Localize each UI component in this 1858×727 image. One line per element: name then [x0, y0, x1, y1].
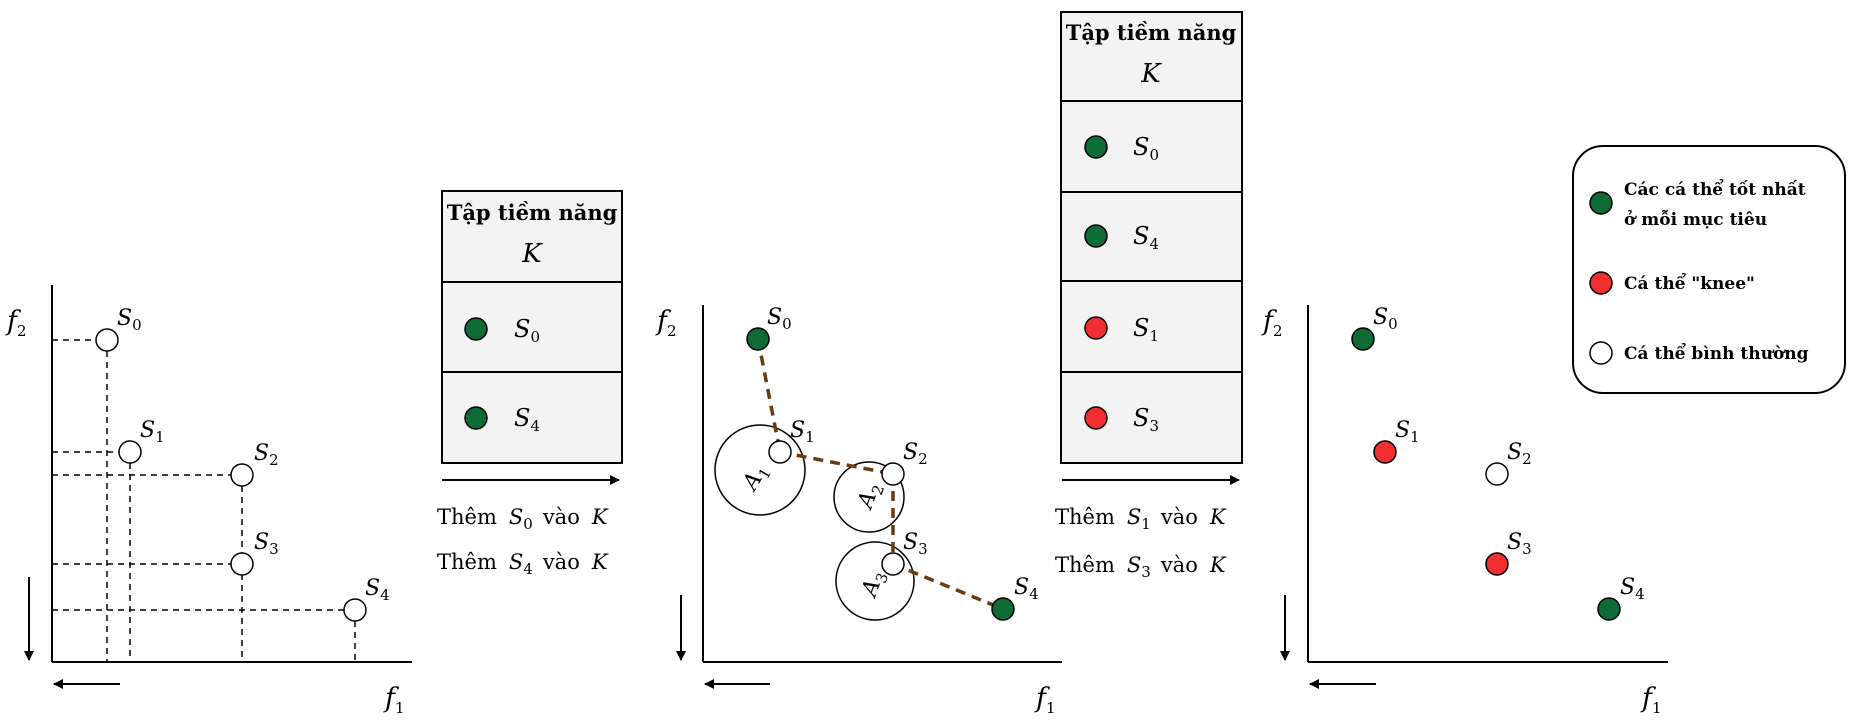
solution-points	[746, 327, 1015, 621]
point-s3	[230, 552, 254, 576]
projection-lines	[52, 339, 356, 662]
point-s4	[991, 597, 1015, 621]
point-s1	[1373, 440, 1397, 464]
best-point-marker	[464, 406, 488, 430]
f2-axis-label: f2	[655, 306, 677, 340]
set-row-label: S4	[514, 404, 540, 435]
point-s0	[746, 327, 770, 351]
point-s2	[1485, 462, 1509, 486]
legend: Các cá thể tốt nhất ở mỗi mục tiêu Cá th…	[1572, 145, 1846, 394]
point-s2	[230, 463, 254, 487]
legend-best-label-line1: Các cá thể tốt nhất	[1624, 178, 1806, 200]
point-label: S2	[903, 440, 928, 468]
set-title: Tập tiềm năng	[447, 200, 618, 225]
set-title: Tập tiềm năng	[1066, 20, 1237, 45]
knee-point-marker	[1084, 406, 1108, 430]
set-symbol: K	[1140, 59, 1162, 89]
panel-1-objective-space: f2 f1 S0 S1 S2 S3 S4	[5, 285, 412, 717]
f1-axis-label: f1	[1034, 683, 1056, 717]
point-s3	[1485, 552, 1509, 576]
point-s2	[881, 462, 905, 486]
point-label: S1	[140, 418, 165, 446]
set-row-label: S3	[1133, 404, 1159, 435]
point-label: S3	[1507, 530, 1532, 558]
point-s0	[1351, 327, 1375, 351]
point-s4	[343, 598, 367, 622]
point-label: S2	[1507, 440, 1532, 468]
best-point-marker	[464, 317, 488, 341]
point-label: S0	[1373, 305, 1398, 333]
legend-best-marker	[1589, 191, 1613, 215]
set-row-label: S1	[1133, 314, 1159, 345]
f2-axis-label: f2	[5, 306, 27, 340]
point-label: S0	[117, 306, 142, 334]
point-label: S3	[903, 530, 928, 558]
point-label: S1	[790, 418, 815, 446]
angle-circles	[714, 424, 915, 621]
solution-points	[1351, 327, 1621, 621]
point-label: S3	[254, 530, 279, 558]
candidate-set-box-1: Tập tiềm năng K S0 S4	[441, 190, 623, 464]
f1-axis-label: f1	[1640, 683, 1662, 717]
neighbour-links	[756, 338, 1004, 611]
legend-knee-marker	[1589, 271, 1613, 295]
set-row-label: S0	[1133, 133, 1159, 164]
legend-knee-label: Cá thể "knee"	[1624, 272, 1755, 294]
f1-axis-label: f1	[383, 683, 405, 717]
legend-normal-label: Cá thể bình thường	[1624, 342, 1809, 364]
set-row-label: S0	[514, 315, 540, 346]
best-point-marker	[1084, 224, 1108, 248]
point-label: S4	[365, 576, 390, 604]
set-symbol: K	[521, 239, 543, 269]
candidate-set-box-2: Tập tiềm năng K S0 S4 S1 S3	[1060, 11, 1243, 464]
legend-best-label-line2: ở mỗi mục tiêu	[1624, 210, 1767, 230]
solution-points	[95, 328, 367, 622]
point-s1	[118, 440, 142, 464]
point-s4	[1597, 597, 1621, 621]
panel-3-result: f2 f1 S0 S1 S2 S3 S4	[1261, 305, 1668, 717]
point-label: S4	[1620, 575, 1645, 603]
point-label: S4	[1014, 575, 1039, 603]
f2-axis-label: f2	[1261, 306, 1283, 340]
best-point-marker	[1084, 135, 1108, 159]
point-s0	[95, 328, 119, 352]
point-label: S2	[254, 441, 279, 469]
point-label: S0	[767, 305, 792, 333]
knee-point-marker	[1084, 316, 1108, 340]
panel-2-angle-computation: f2 f1 A1 A2 A3 S0 S1 S2 S3 S4	[655, 305, 1062, 717]
set-row-label: S4	[1133, 222, 1159, 253]
point-s3	[881, 552, 905, 576]
point-label: S1	[1395, 418, 1420, 446]
point-s1	[768, 440, 792, 464]
legend-normal-marker	[1589, 341, 1613, 365]
